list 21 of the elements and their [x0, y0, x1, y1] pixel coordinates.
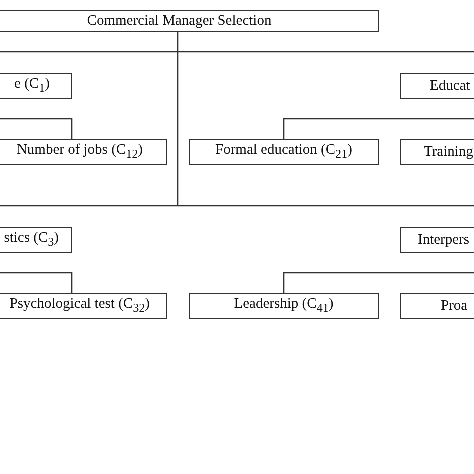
criterion-box	[0, 293, 167, 319]
criterion-label: stics (C$_{3}$)	[4, 230, 59, 250]
criterion-label: Proa	[441, 298, 468, 314]
connector-line	[0, 272, 73, 293]
connector-line	[283, 272, 474, 293]
criterion-box	[189, 139, 379, 165]
connector-line	[283, 118, 474, 139]
criterion-label: Educat	[430, 78, 470, 94]
criterion-label: Number of jobs (C$_{12}$)	[16, 142, 143, 162]
connector-line	[0, 118, 73, 139]
criterion-label: Leadership (C$_{41}$)	[234, 296, 334, 316]
criterion-label: Formal education (C$_{21}$)	[216, 142, 352, 162]
connector-line	[0, 31, 474, 207]
criterion-box	[0, 10, 379, 32]
criterion-box	[0, 139, 167, 165]
criterion-label: Psychological test (C$_{32}$)	[10, 296, 150, 316]
criterion-label: Commercial Manager Selection	[87, 12, 272, 30]
criterion-label: Training	[424, 144, 474, 160]
criterion-label: e (C$_{1}$)	[14, 76, 50, 96]
criterion-label: Interpers	[418, 232, 470, 248]
criterion-box	[189, 293, 379, 319]
